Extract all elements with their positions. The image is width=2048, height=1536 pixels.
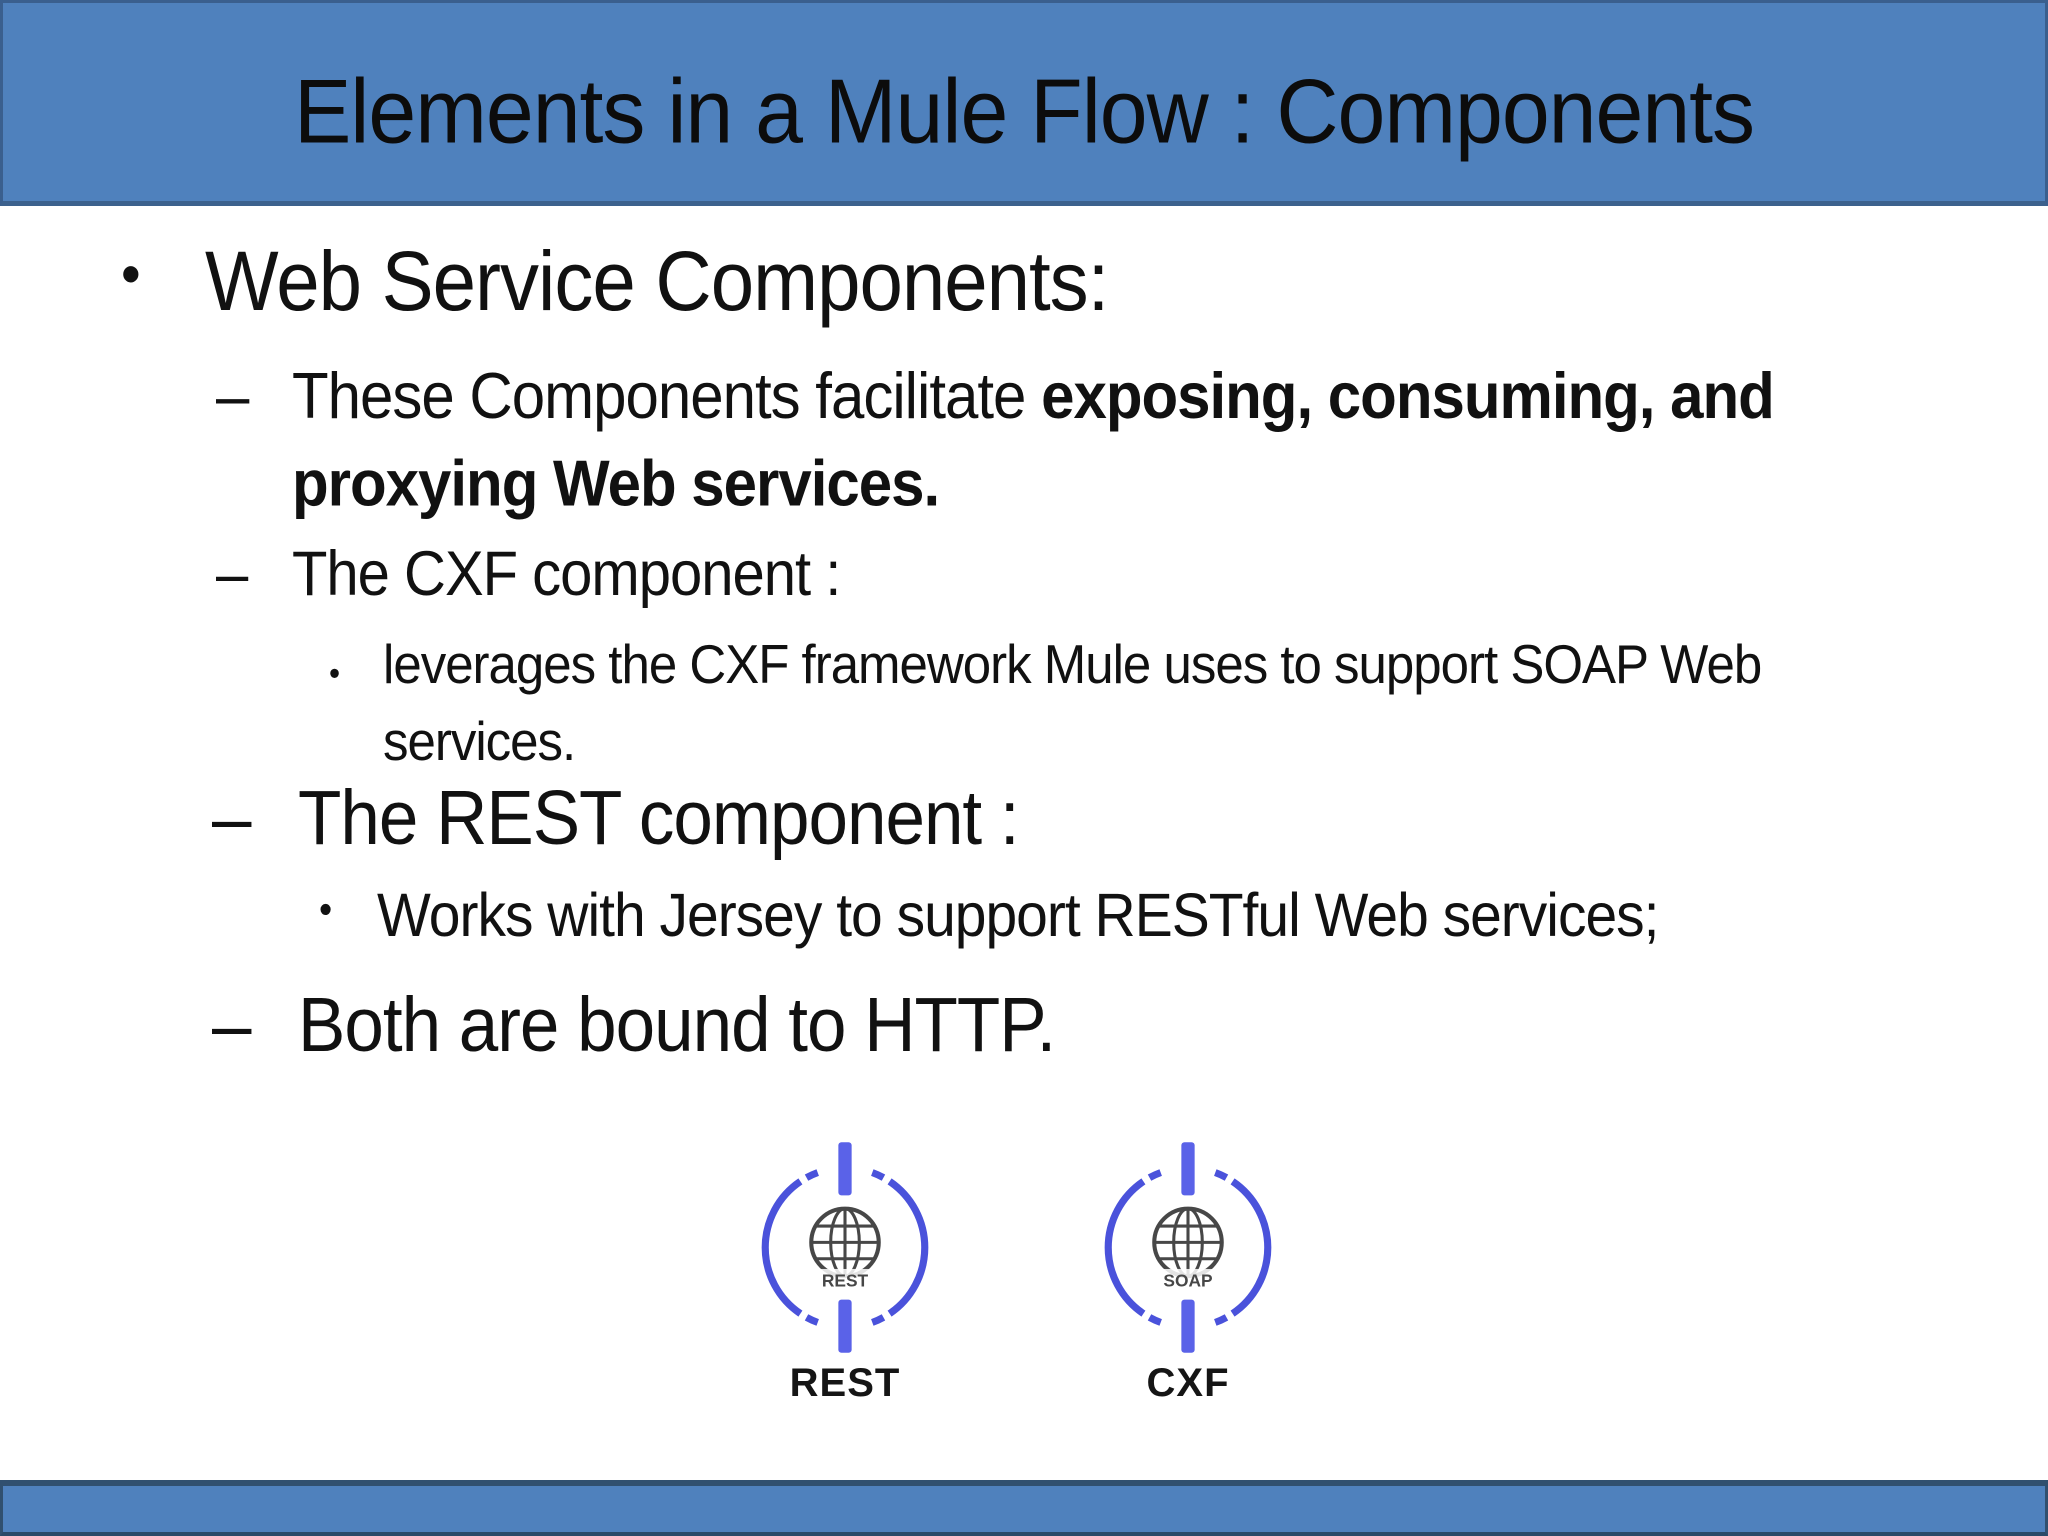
bullet-item-facilitate: – These Components facilitate exposing, …: [216, 352, 1912, 527]
bullet-item-web-service-components: • Web Service Components:: [121, 232, 1109, 330]
rest-component-icon: REST: [761, 1142, 929, 1353]
bullet-text: Web Service Components:: [205, 233, 1109, 329]
bullet-text: Both are bound to HTTP.: [298, 983, 1056, 1069]
bullet-item-cxf-component: – The CXF component :: [216, 538, 841, 610]
globe-icon: [1152, 1206, 1224, 1279]
bullet-item-bound-to-http: – Both are bound to HTTP.: [212, 982, 1056, 1069]
bullet-text-normal: These Components facilitate: [292, 359, 1042, 432]
bullet-text-bold: exposing, consuming, and: [1041, 359, 1775, 432]
bullet-text-line2: services.: [383, 710, 576, 772]
globe-badge-label: SOAP: [1163, 1270, 1212, 1290]
connector-ring: [761, 1169, 929, 1326]
cxf-component: SOAP CXF: [1096, 1140, 1280, 1406]
dash-marker: –: [216, 539, 248, 610]
bullet-marker: •: [121, 239, 141, 308]
badge-backplate: [817, 1268, 873, 1291]
bullet-text-bold-continued: proxying Web services.: [292, 447, 940, 520]
dash-marker: –: [216, 359, 249, 432]
bullet-text: The CXF component :: [292, 539, 841, 610]
sub-bullet-marker: •: [319, 886, 332, 932]
sub-bullet-marker: •: [329, 653, 340, 692]
title-bar: Elements in a Mule Flow : Components: [0, 0, 2048, 206]
dash-marker: –: [212, 776, 251, 862]
rest-component: REST REST: [753, 1140, 937, 1406]
badge-backplate: [1160, 1268, 1216, 1291]
bullet-item-works-with-jersey: • Works with Jersey to support RESTful W…: [319, 880, 1659, 951]
bullet-text-line1: leverages the CXF framework Mule uses to…: [383, 633, 1762, 696]
connector-ring: [1104, 1169, 1272, 1326]
bullet-text: Works with Jersey to support RESTful Web…: [377, 881, 1659, 951]
connector-bars: [838, 1142, 852, 1353]
dash-marker: –: [212, 983, 251, 1069]
cxf-component-icon: SOAP: [1104, 1142, 1272, 1353]
bottom-bar: [0, 1480, 2048, 1536]
globe-icon: [809, 1206, 881, 1279]
slide-title: Elements in a Mule Flow : Components: [293, 60, 1755, 162]
bullet-item-leverages: • leverages the CXF framework Mule uses …: [329, 626, 1903, 779]
connector-bars: [1181, 1142, 1195, 1353]
globe-badge-label: REST: [822, 1270, 869, 1290]
bullet-text: The REST component :: [298, 776, 1020, 862]
component-caption: REST: [789, 1361, 901, 1405]
component-caption: CXF: [1146, 1361, 1230, 1405]
bullet-item-rest-component: – The REST component :: [212, 775, 1020, 862]
